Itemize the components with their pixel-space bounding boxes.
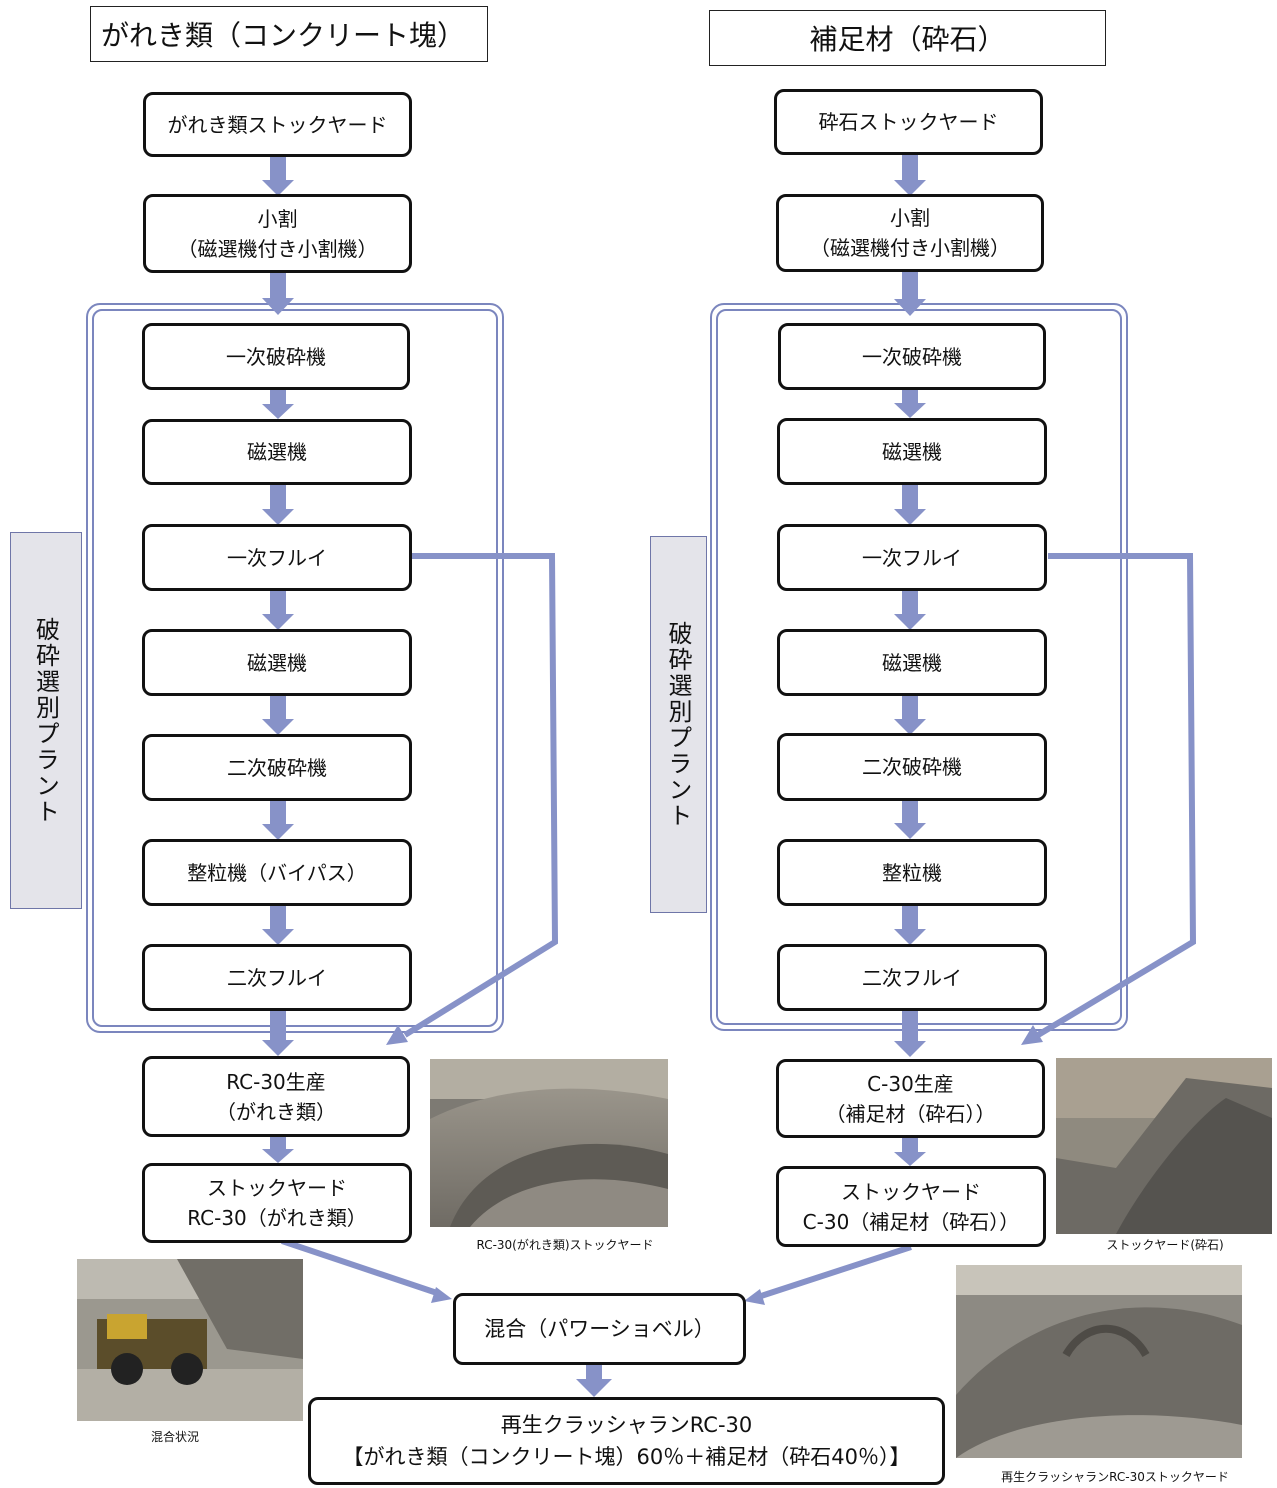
left-step-rc30-production: RC-30生産 （がれき類） (142, 1056, 410, 1137)
step-line: 一次フルイ (862, 545, 962, 570)
left-step-grain-shaper: 整粒機（バイパス） (142, 839, 412, 906)
final-line-2: 【がれき類（コンクリート塊）60％＋補足材（砕石40％）】 (342, 1445, 911, 1469)
step-line: 一次フルイ (227, 545, 327, 570)
right-step-magnetic-separator-2: 磁選機 (777, 629, 1047, 696)
step-line: 一次破砕機 (862, 344, 962, 369)
step-line: 磁選機 (882, 650, 942, 675)
gravel-stockyard-photo (1056, 1058, 1272, 1234)
mixing-caption: 混合状況 (150, 1430, 199, 1444)
right-step-c30-production: C-30生産 （補足材（砕石）） (776, 1059, 1045, 1138)
step-line: （補足材（砕石）） (825, 1101, 996, 1126)
left-step-rubble-stockyard: がれき類ストックヤード (143, 92, 412, 157)
step-line: RC-30（がれき類） (187, 1206, 367, 1230)
step-line: ストックヤード (841, 1179, 981, 1204)
left-step-primary-screen: 一次フルイ (142, 524, 412, 591)
step-line: RC-30生産 (226, 1069, 326, 1094)
right-plant-frame-inner (716, 309, 1122, 1025)
step-line: 二次フルイ (227, 965, 327, 990)
left-plant-frame-inner (92, 309, 498, 1027)
right-step-primary-screen: 一次フルイ (777, 524, 1047, 591)
step-line: （磁選機付き小割機） (810, 236, 1010, 260)
right-material-title: 補足材（砕石） (709, 10, 1106, 66)
rc30-product-stockyard-photo (956, 1265, 1242, 1458)
step-line: C-30（補足材（砕石）） (802, 1209, 1020, 1234)
right-step-magnetic-separator-1: 磁選機 (777, 418, 1047, 485)
step-line: 一次破砕機 (226, 344, 326, 369)
step-line: 小割 (890, 206, 930, 230)
left-plant-label: 破砕選別プラント (10, 532, 82, 909)
step-line: 二次破砕機 (227, 755, 327, 780)
mixing-photo (77, 1259, 303, 1421)
rc30-product-caption: 再生クラッシャランRC-30ストックヤード (1001, 1470, 1229, 1484)
right-step-grain-shaper: 整粒機 (777, 839, 1047, 906)
step-line: がれき類ストックヤード (167, 112, 388, 137)
left-step-magnetic-separator-1: 磁選機 (142, 419, 412, 485)
gravel-stockyard-caption: ストックヤード(砕石) (1106, 1238, 1224, 1252)
right-step-gravel-stockyard: 砕石ストックヤード (774, 89, 1043, 155)
left-step-rc30-stockyard: ストックヤード RC-30（がれき類） (142, 1163, 412, 1243)
right-step-secondary-crusher: 二次破砕機 (777, 733, 1047, 801)
right-plant-label: 破砕選別プラント (650, 536, 707, 913)
mix-step: 混合（パワーショベル） (453, 1293, 746, 1365)
right-step-primary-crusher: 一次破砕機 (778, 323, 1046, 390)
step-line: 二次フルイ (862, 965, 962, 990)
step-line: 二次破砕機 (862, 755, 962, 779)
step-line: 整粒機 (882, 860, 942, 885)
step-line: 磁選機 (882, 439, 942, 464)
step-line: 磁選機 (247, 650, 307, 675)
final-line-1: 再生クラッシャランRC-30 (500, 1413, 753, 1437)
step-line: （磁選機付き小割機） (177, 236, 378, 261)
left-step-secondary-screen: 二次フルイ (142, 944, 412, 1011)
rc30-stockyard-photo (430, 1059, 668, 1227)
step-line: 小割 (257, 206, 298, 231)
step-line: （がれき類） (216, 1099, 336, 1124)
final-product: 再生クラッシャランRC-30 【がれき類（コンクリート塊）60％＋補足材（砕石40… (308, 1397, 945, 1485)
left-material-title: がれき類（コンクリート塊） (90, 6, 488, 62)
left-step-magnetic-separator-2: 磁選機 (142, 629, 412, 696)
step-line: ストックヤード (207, 1176, 347, 1200)
step-line: 整粒機（バイパス） (187, 860, 367, 885)
step-line: 砕石ストックヤード (818, 110, 999, 134)
mix-label: 混合（パワーショベル） (484, 1317, 715, 1341)
left-plant-frame (86, 303, 504, 1033)
right-step-c30-stockyard: ストックヤード C-30（補足材（砕石）） (776, 1166, 1046, 1247)
step-line: 磁選機 (247, 440, 307, 464)
right-step-splitting: 小割 （磁選機付き小割機） (776, 194, 1044, 272)
left-step-primary-crusher: 一次破砕機 (142, 323, 410, 390)
right-step-secondary-screen: 二次フルイ (777, 944, 1047, 1011)
rc30-stockyard-caption: RC-30(がれき類)ストックヤード (476, 1238, 654, 1252)
step-line: C-30生産 (867, 1071, 954, 1096)
left-step-splitting: 小割 （磁選機付き小割機） (143, 194, 412, 273)
left-step-secondary-crusher: 二次破砕機 (142, 734, 412, 801)
